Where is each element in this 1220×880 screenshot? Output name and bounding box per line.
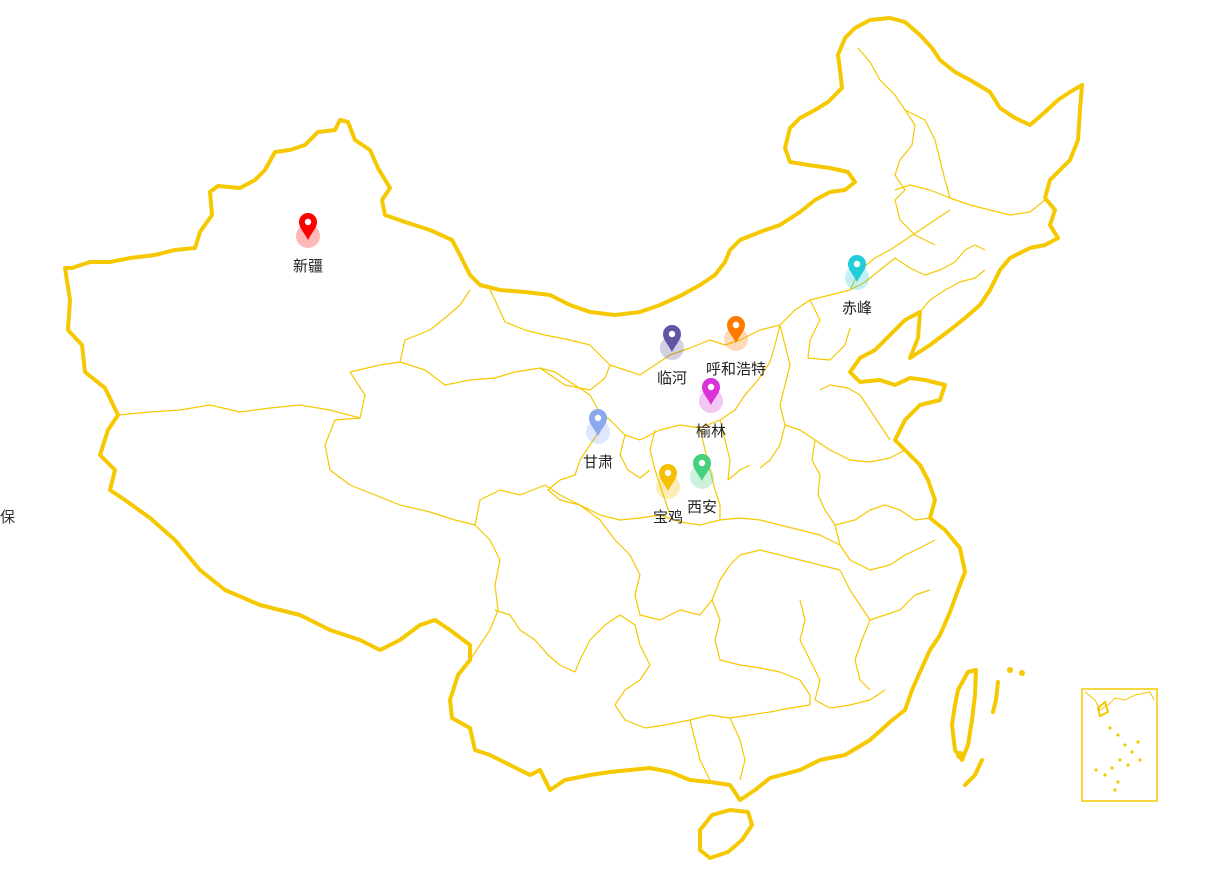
marker-baoji[interactable]: 宝鸡: [653, 464, 683, 526]
island-mark: [963, 758, 984, 787]
marker-gansu[interactable]: 甘肃: [583, 409, 613, 471]
province-line: [699, 427, 721, 520]
province-line: [609, 324, 781, 376]
province-line: [799, 599, 886, 709]
marker-linhe[interactable]: 临河: [657, 325, 687, 387]
pin-hole: [304, 218, 312, 226]
pin-hole: [664, 469, 672, 477]
inset-island-dot: [1118, 758, 1122, 762]
province-line: [399, 289, 611, 391]
marker-yulin[interactable]: 榆林: [696, 378, 726, 440]
island-dot: [956, 751, 964, 759]
province-line: [579, 504, 841, 621]
province-line: [649, 429, 671, 516]
inset-island: [1096, 700, 1110, 718]
province-line: [494, 609, 641, 673]
marker-xian[interactable]: 西安: [687, 454, 717, 516]
inset-island-dot: [1136, 740, 1140, 744]
marker-label: 宝鸡: [653, 508, 683, 526]
province-line: [857, 47, 936, 246]
map-pin-icon[interactable]: [693, 454, 711, 481]
map-pin-icon[interactable]: [299, 213, 317, 240]
inset-island-dot: [1110, 766, 1114, 770]
left-edge-label: 保: [0, 508, 16, 526]
island-dot: [1019, 670, 1025, 676]
pin-hole: [594, 414, 602, 422]
map-pin-icon[interactable]: [589, 409, 607, 436]
province-line: [759, 324, 791, 469]
province-line: [619, 434, 651, 479]
pin-hole: [853, 260, 861, 268]
province-line: [894, 184, 1046, 216]
province-line: [349, 289, 471, 373]
inset-island-dot: [1113, 788, 1117, 792]
inset-frame: [1081, 688, 1158, 802]
province-line: [919, 269, 986, 313]
inset-island-dot: [1103, 773, 1107, 777]
province-line: [689, 719, 711, 781]
marker-hohhot[interactable]: 呼和浩特: [706, 316, 766, 378]
province-line: [614, 644, 811, 729]
taiwan-border: [950, 668, 978, 762]
province-line: [819, 384, 891, 441]
marker-label: 临河: [657, 369, 687, 387]
marker-label: 西安: [687, 498, 717, 516]
map-pin-icon[interactable]: [727, 316, 745, 343]
marker-label: 赤峰: [842, 299, 872, 317]
island-mark: [991, 680, 1000, 714]
pin-hole: [668, 330, 676, 338]
marker-label: 榆林: [696, 422, 726, 440]
inset-island-dot: [1116, 780, 1120, 784]
inset-island-dot: [1130, 750, 1134, 754]
inset-island-dot: [1116, 733, 1120, 737]
province-line: [711, 599, 811, 705]
inset-island-dot: [1126, 763, 1130, 767]
map-pin-icon[interactable]: [663, 325, 681, 352]
province-line: [729, 717, 746, 781]
marker-xinjiang[interactable]: 新疆: [293, 213, 323, 275]
province-line: [839, 569, 931, 621]
map-pin-icon[interactable]: [659, 464, 677, 491]
inset-coast: [1084, 691, 1155, 711]
province-line: [784, 424, 906, 463]
province-line: [854, 619, 871, 691]
marker-label: 呼和浩特: [706, 360, 766, 378]
province-line: [894, 244, 986, 276]
marker-label: 新疆: [293, 257, 323, 275]
province-line: [324, 371, 581, 526]
province-line: [834, 504, 931, 526]
country-outline: [63, 16, 1084, 860]
province-line: [904, 109, 951, 199]
pin-hole: [707, 383, 715, 391]
inset-island-dots: [1094, 726, 1142, 792]
pin-hole: [732, 321, 740, 329]
province-line: [719, 419, 751, 481]
island-dot: [1007, 667, 1013, 673]
marker-label: 甘肃: [583, 453, 613, 471]
pin-hole: [698, 459, 706, 467]
province-line: [469, 524, 501, 661]
map-pin-icon[interactable]: [702, 378, 720, 405]
province-line: [811, 439, 936, 571]
hainan-border: [698, 808, 754, 860]
province-line: [547, 409, 841, 546]
inset-island-dot: [1108, 726, 1112, 730]
province-boundaries: [117, 47, 1046, 781]
inset-island-dot: [1123, 743, 1127, 747]
province-line: [807, 299, 851, 361]
inset-island-dot: [1094, 768, 1098, 772]
marker-chifeng[interactable]: 赤峰: [842, 255, 872, 317]
province-line: [117, 404, 361, 419]
inset-island-dot: [1138, 758, 1142, 762]
south-china-sea-inset: [1081, 688, 1158, 802]
map-pin-icon[interactable]: [848, 255, 866, 282]
mainland-border: [63, 16, 1084, 802]
